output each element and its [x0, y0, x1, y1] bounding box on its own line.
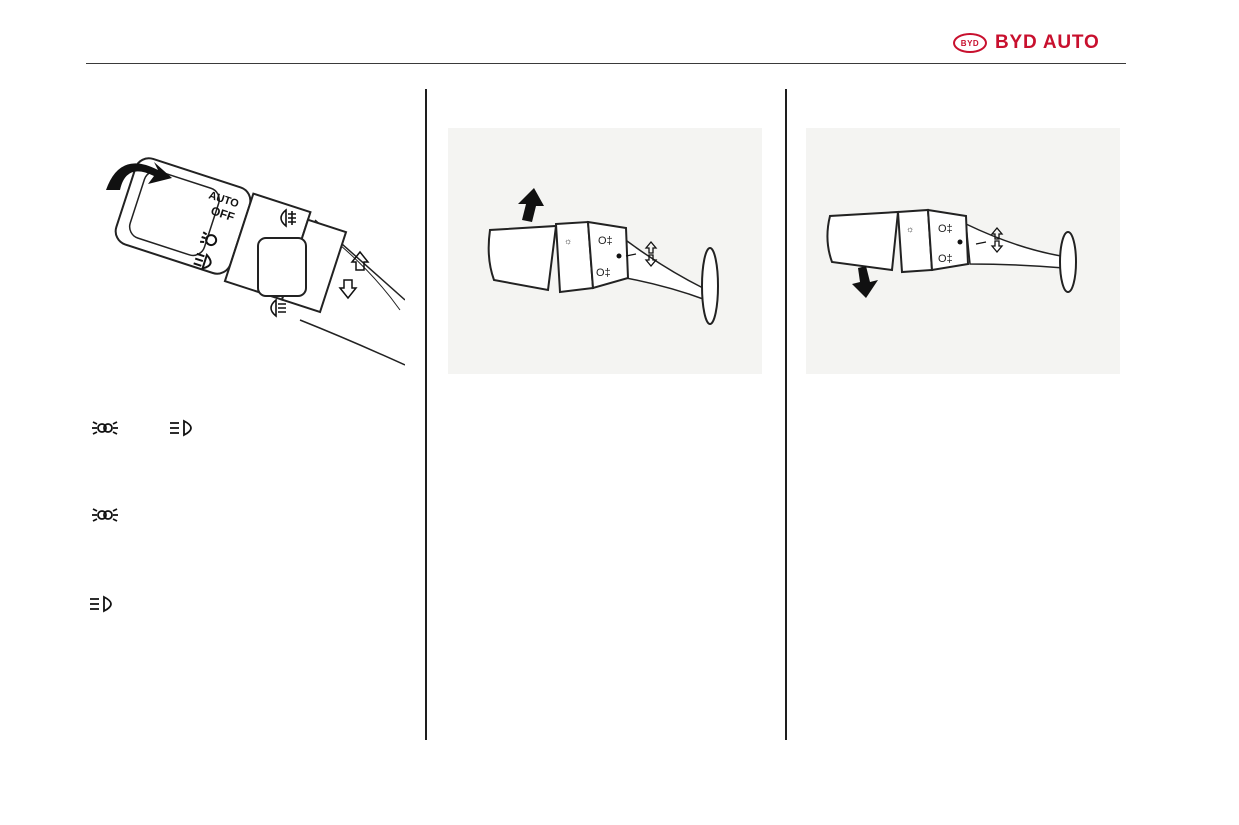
push-up-arrow-icon — [518, 188, 544, 222]
column-divider-left — [425, 89, 427, 740]
stalk-down-illustration: ☼ O‡ O‡ — [806, 128, 1120, 374]
indicator-row-3 — [90, 594, 120, 614]
fog-light-icon — [280, 208, 296, 228]
parking-light-icon — [92, 421, 118, 435]
column-divider-right — [785, 89, 787, 740]
low-beam-icon — [170, 419, 192, 437]
stalk-up-illustration: ☼ O‡ O‡ — [448, 128, 762, 374]
pull-down-arrow-icon — [852, 266, 878, 298]
indicator-row-1 — [92, 418, 200, 438]
svg-text:O‡: O‡ — [598, 235, 613, 247]
parking-light-icon — [92, 508, 118, 522]
switch-parking-light-icon — [200, 231, 218, 247]
brand-badge: BYD — [953, 33, 987, 53]
indicator-row-2 — [92, 505, 118, 525]
svg-text:O‡: O‡ — [596, 267, 611, 279]
brand-text: BYD AUTO — [995, 32, 1100, 53]
svg-text:O‡: O‡ — [938, 223, 953, 235]
rear-fog-light-icon — [270, 298, 286, 318]
svg-text:O‡: O‡ — [938, 253, 953, 265]
switch-low-beam-icon — [193, 252, 212, 270]
low-beam-icon — [90, 595, 112, 613]
svg-text:☼: ☼ — [564, 236, 572, 246]
svg-text:☼: ☼ — [906, 224, 914, 234]
light-switch-rotate-illustration: AUTO OFF — [100, 150, 406, 370]
turn-down-icon — [338, 279, 358, 300]
turn-up-icon — [350, 250, 370, 271]
rotate-arrow-icon — [106, 162, 172, 190]
brand-logo: BYD BYD AUTO — [953, 32, 1100, 54]
header-rule — [86, 63, 1126, 64]
